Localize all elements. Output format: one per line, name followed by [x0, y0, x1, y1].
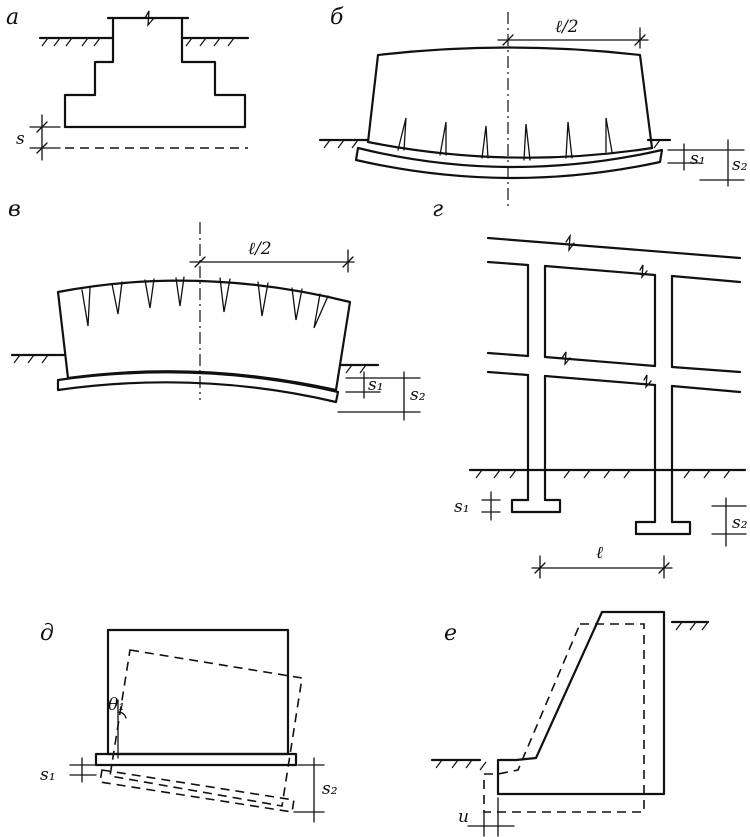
ground-line-a [38, 36, 250, 47]
foundation-strip-b [354, 146, 664, 180]
footing-left [510, 498, 562, 514]
dim-label-theta: θ₁ [108, 695, 125, 715]
panel-label-v: в [8, 197, 21, 222]
dim-label-s1-d: s₁ [40, 765, 56, 785]
ground-line-b [318, 138, 672, 149]
panel-label-e: е [444, 621, 457, 646]
dimension-s [29, 114, 61, 161]
foundation-strip-v [56, 371, 340, 404]
crack-mark-g-mid2 [643, 374, 652, 389]
panel-a: а s [6, 5, 250, 161]
dimension-s1-s2-v [337, 371, 421, 421]
footing-right [634, 520, 692, 536]
dim-label-s: s [16, 129, 25, 149]
cracks-bottom-b [397, 117, 613, 161]
dimension-u [467, 797, 515, 837]
frame-column-left [526, 263, 547, 502]
dimension-s1-g [481, 491, 501, 521]
panel-label-b: б [330, 5, 344, 30]
crack-mark-g-mid [561, 351, 571, 366]
dim-label-s1-v: s₁ [368, 375, 384, 395]
dim-label-l-half-v: ℓ/2 [248, 239, 272, 259]
ground-line-v [10, 353, 380, 374]
building-tilted [109, 649, 303, 807]
ground-line-g [468, 468, 747, 479]
dimension-s1-s2-b [667, 139, 745, 187]
dim-label-l-half-b: ℓ/2 [555, 17, 579, 37]
ground-line-e-bottom [430, 758, 487, 771]
panel-b: б ℓ/2 [318, 5, 748, 210]
building-original [106, 628, 290, 756]
dim-label-s2-b: s₂ [732, 155, 748, 175]
dimension-l-g [531, 555, 673, 579]
retaining-wall-displaced [483, 623, 645, 813]
dim-label-s2-d: s₂ [322, 779, 338, 799]
frame-beam-top [486, 236, 742, 284]
dim-label-u: u [458, 807, 469, 827]
crack-mark-g-top2 [639, 264, 648, 279]
panel-label-a: а [6, 5, 19, 30]
panel-e: е u [430, 610, 710, 837]
dimension-s1-d [69, 757, 97, 783]
ground-line-e-top [670, 620, 710, 631]
dim-label-s2-g: s₂ [732, 513, 748, 533]
panel-label-d: д [40, 621, 54, 646]
retaining-wall-original [496, 610, 666, 796]
crack-mark-g-top [565, 233, 575, 253]
dimension-s2-g [711, 497, 747, 547]
building-sagging [366, 46, 654, 159]
dim-label-l-g: ℓ [596, 543, 603, 563]
panel-label-g: г [432, 197, 443, 222]
dimension-l-half-b [497, 27, 649, 49]
theta-arc [117, 711, 127, 719]
stepped-footing [63, 16, 247, 129]
dimension-l-half-v [189, 249, 355, 273]
dim-label-s1-b: s₁ [690, 149, 706, 169]
panel-g: г s₁ s₂ [432, 197, 748, 579]
crack-mark-a [144, 10, 155, 27]
dim-label-s2-v: s₂ [410, 385, 426, 405]
frame-beam-middle [486, 351, 742, 394]
frame-column-right [653, 273, 674, 524]
panel-d: д θ₁ s₁ s₂ [40, 621, 338, 823]
cracks-top-v [81, 276, 329, 329]
dim-label-s1-g: s₁ [454, 497, 470, 517]
dimension-s2-d [293, 757, 325, 823]
panel-v: в ℓ/2 [8, 197, 426, 421]
foundation-original [94, 752, 298, 767]
